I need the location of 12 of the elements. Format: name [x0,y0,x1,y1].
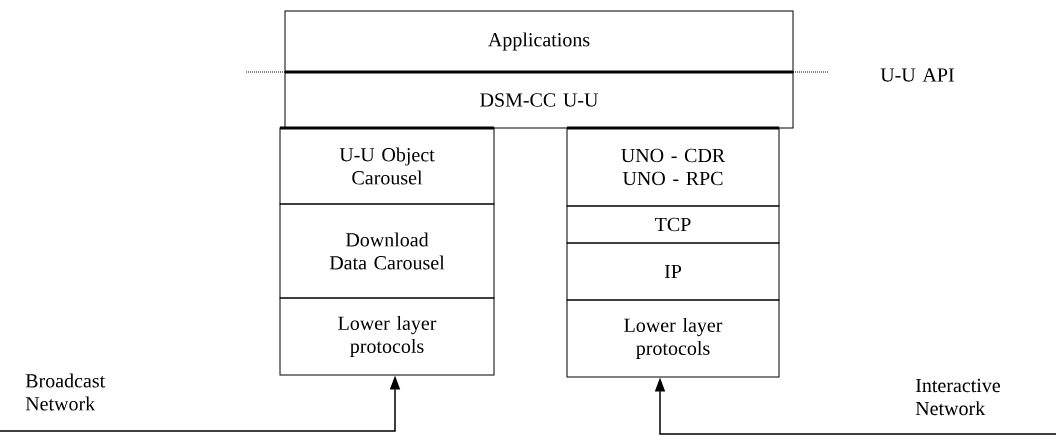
protocol-layer-box: Applications [284,10,794,73]
protocol-layer-box: TCP [566,205,780,244]
interface-label: U-U API [880,68,954,82]
protocol-layer-box: Download Data Carousel [279,203,495,299]
protocol-layer-box: UNO - CDR UNO - RPC [566,126,780,207]
protocol-layer-box: Lower layer protocols [279,297,495,376]
protocol-layer-box: Lower layer protocols [566,299,780,378]
network-label: Broadcast Network [25,373,106,411]
protocol-layer-box: U-U Object Carousel [279,126,495,205]
protocol-layer-box: DSM-CC U-U [284,70,794,129]
protocol-layer-box: IP [566,242,780,301]
network-label: Interactive Network [915,378,1001,416]
